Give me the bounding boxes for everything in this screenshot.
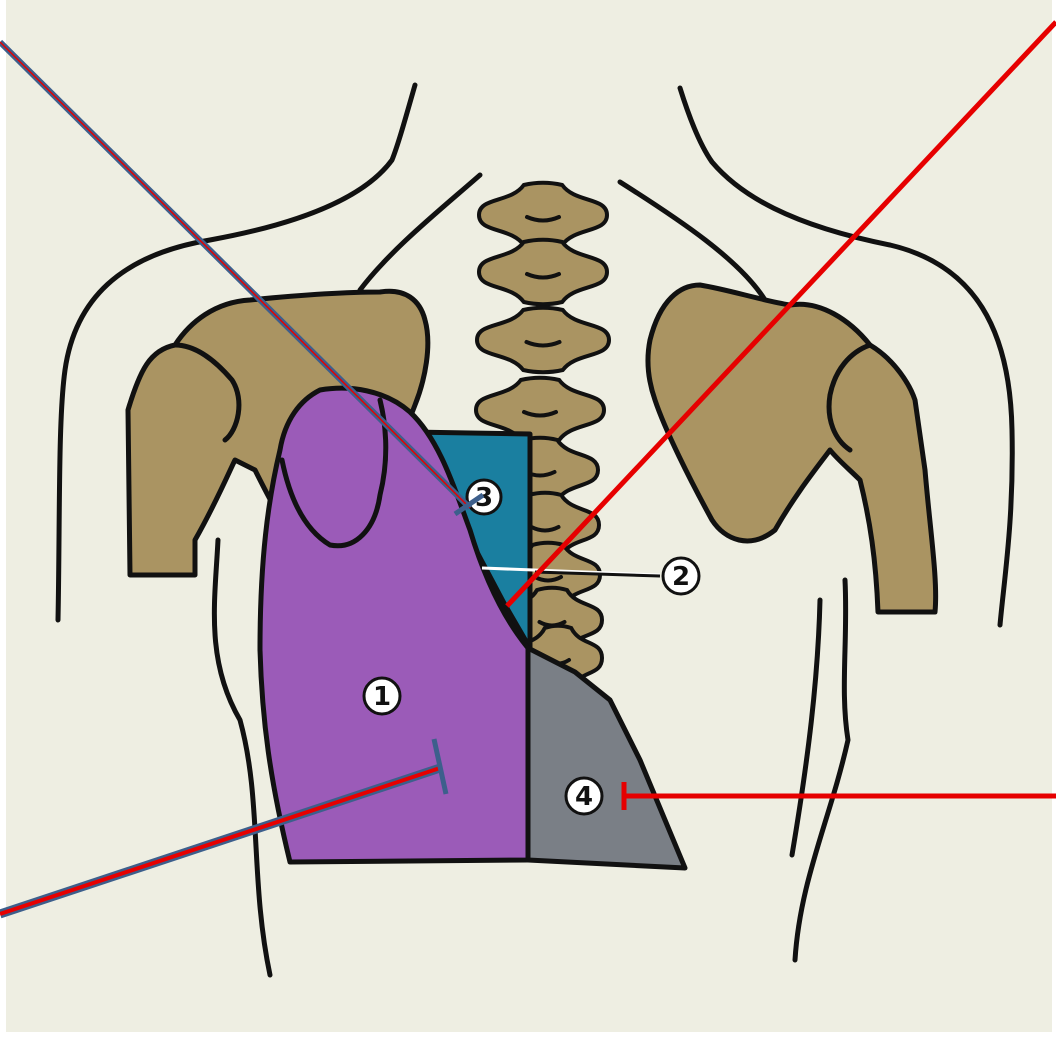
label-2: 2 xyxy=(663,558,699,594)
label-4-text: 4 xyxy=(575,782,593,812)
label-4: 4 xyxy=(566,778,602,814)
label-1-text: 1 xyxy=(373,682,391,712)
label-2-text: 2 xyxy=(672,562,690,592)
label-1: 1 xyxy=(364,678,400,714)
